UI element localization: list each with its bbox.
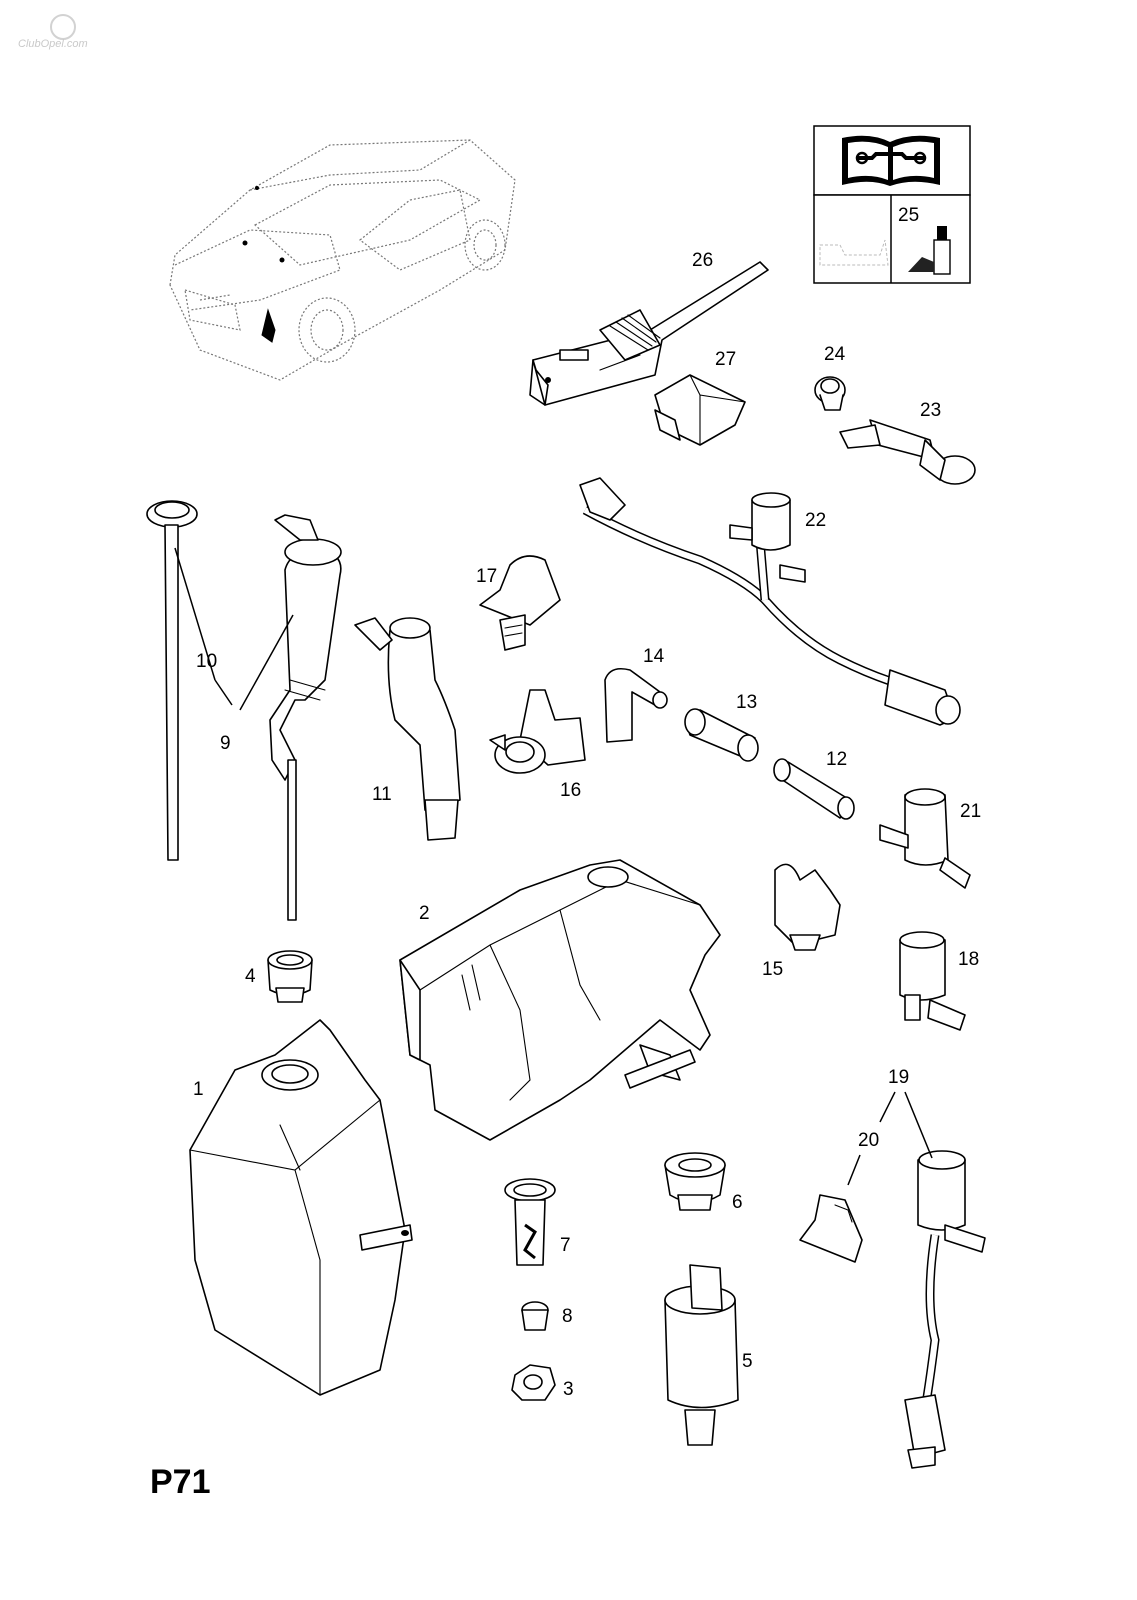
- opel-logo-watermark: [50, 14, 76, 40]
- part-18-pump: [899, 931, 966, 1031]
- part-7-filter: [504, 1178, 556, 1266]
- callout-15: 15: [762, 959, 784, 980]
- callout-5: 5: [742, 1351, 753, 1372]
- callout-17: 17: [476, 566, 498, 587]
- callout-22: 22: [805, 510, 827, 531]
- part-16-clip: [489, 689, 586, 774]
- callout-12: 12: [826, 749, 848, 770]
- callout-10: 10: [196, 651, 218, 672]
- leader-lines: [174, 547, 933, 1186]
- part-9-filler-neck: [269, 514, 342, 921]
- part-4-grommet: [267, 950, 313, 1003]
- callout-26: 26: [692, 250, 714, 271]
- part-27-connector: [654, 374, 746, 446]
- part-12-hose: [773, 758, 855, 820]
- part-20-clip: [799, 1194, 863, 1263]
- part-14-elbow: [604, 667, 668, 743]
- part-23-connector: [839, 419, 976, 485]
- callout-13: 13: [736, 692, 758, 713]
- callout-7: 7: [560, 1235, 571, 1256]
- part-6-grommet: [664, 1152, 726, 1211]
- part-13-hose: [684, 708, 759, 762]
- page-code: P71: [150, 1463, 211, 1501]
- part-8-grommet: [521, 1301, 549, 1331]
- callout-4: 4: [245, 966, 256, 987]
- part-10-dipstick: [146, 500, 198, 861]
- callout-8: 8: [562, 1306, 573, 1327]
- callout-25: 25: [898, 205, 920, 226]
- callout-14: 14: [643, 646, 665, 667]
- callout-21: 21: [960, 801, 982, 822]
- part-1-tank: [189, 1019, 413, 1396]
- car-overview: [169, 139, 516, 381]
- callout-3: 3: [563, 1379, 574, 1400]
- part-3-nut: [511, 1364, 556, 1401]
- callout-24: 24: [824, 344, 846, 365]
- callout-20: 20: [858, 1130, 880, 1151]
- part-5-pump: [664, 1264, 739, 1446]
- callout-27: 27: [715, 349, 737, 370]
- part-19-pump-harness: [904, 1150, 986, 1469]
- callout-18: 18: [958, 949, 980, 970]
- callout-9: 9: [220, 733, 231, 754]
- part-15-clip: [774, 863, 841, 951]
- hand-tool-icon: [908, 226, 951, 275]
- part-17-clip: [479, 555, 561, 651]
- callout-1: 1: [193, 1079, 204, 1100]
- callout-19: 19: [888, 1067, 910, 1088]
- part-22-hose-harness: [579, 477, 961, 726]
- part-11-hose: [354, 617, 461, 841]
- part-26-wiper-switch: [529, 261, 769, 406]
- part-2-washer-reservoir: [399, 859, 721, 1141]
- manual-box: [813, 125, 971, 284]
- callout-16: 16: [560, 780, 582, 801]
- callout-11: 11: [372, 784, 392, 805]
- part-24-grommet: [814, 376, 846, 411]
- callout-23: 23: [920, 400, 942, 421]
- watermark-text: ClubOpel.com: [18, 38, 88, 50]
- part-21-pump: [879, 788, 971, 889]
- callout-6: 6: [732, 1192, 743, 1213]
- callout-2: 2: [419, 903, 430, 924]
- open-book-wrench-icon: [842, 135, 940, 186]
